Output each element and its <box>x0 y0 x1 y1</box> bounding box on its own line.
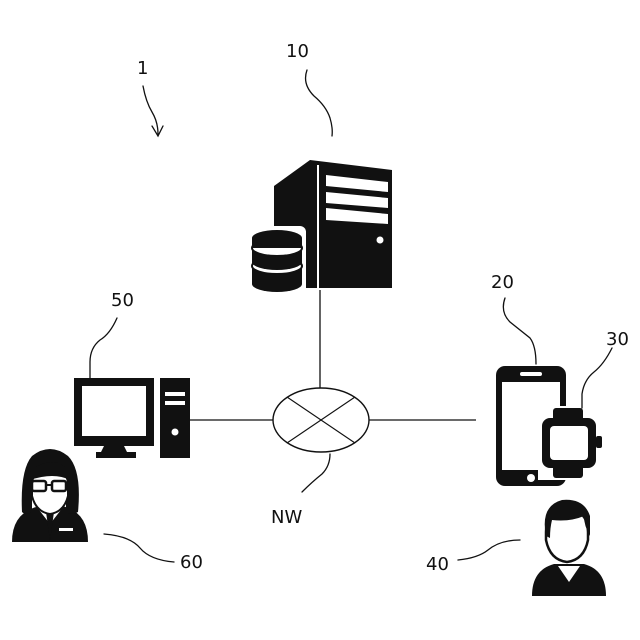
database-icon <box>248 226 306 294</box>
leader-line-pc <box>90 318 117 378</box>
leader-line-operator <box>104 534 174 562</box>
smartwatch-icon <box>538 406 608 480</box>
label-smartphone: 20 <box>491 272 514 293</box>
leader-line-smartwatch <box>582 348 612 408</box>
label-system: 1 <box>137 58 148 79</box>
label-smartwatch: 30 <box>606 329 629 350</box>
label-pc: 50 <box>111 290 134 311</box>
man-user-icon <box>532 500 606 596</box>
label-user: 40 <box>426 554 449 575</box>
label-server: 10 <box>286 41 309 62</box>
label-operator: 60 <box>180 552 203 573</box>
leader-line-system <box>143 86 158 134</box>
network-cloud-icon <box>273 388 369 452</box>
leader-line-user <box>458 540 520 560</box>
label-network: NW <box>271 507 302 528</box>
leader-line-smartphone <box>503 298 536 364</box>
woman-with-glasses-icon <box>12 449 88 542</box>
leader-line-network <box>302 454 330 492</box>
leader-line-server <box>306 70 333 136</box>
desktop-computer-icon <box>74 378 190 458</box>
